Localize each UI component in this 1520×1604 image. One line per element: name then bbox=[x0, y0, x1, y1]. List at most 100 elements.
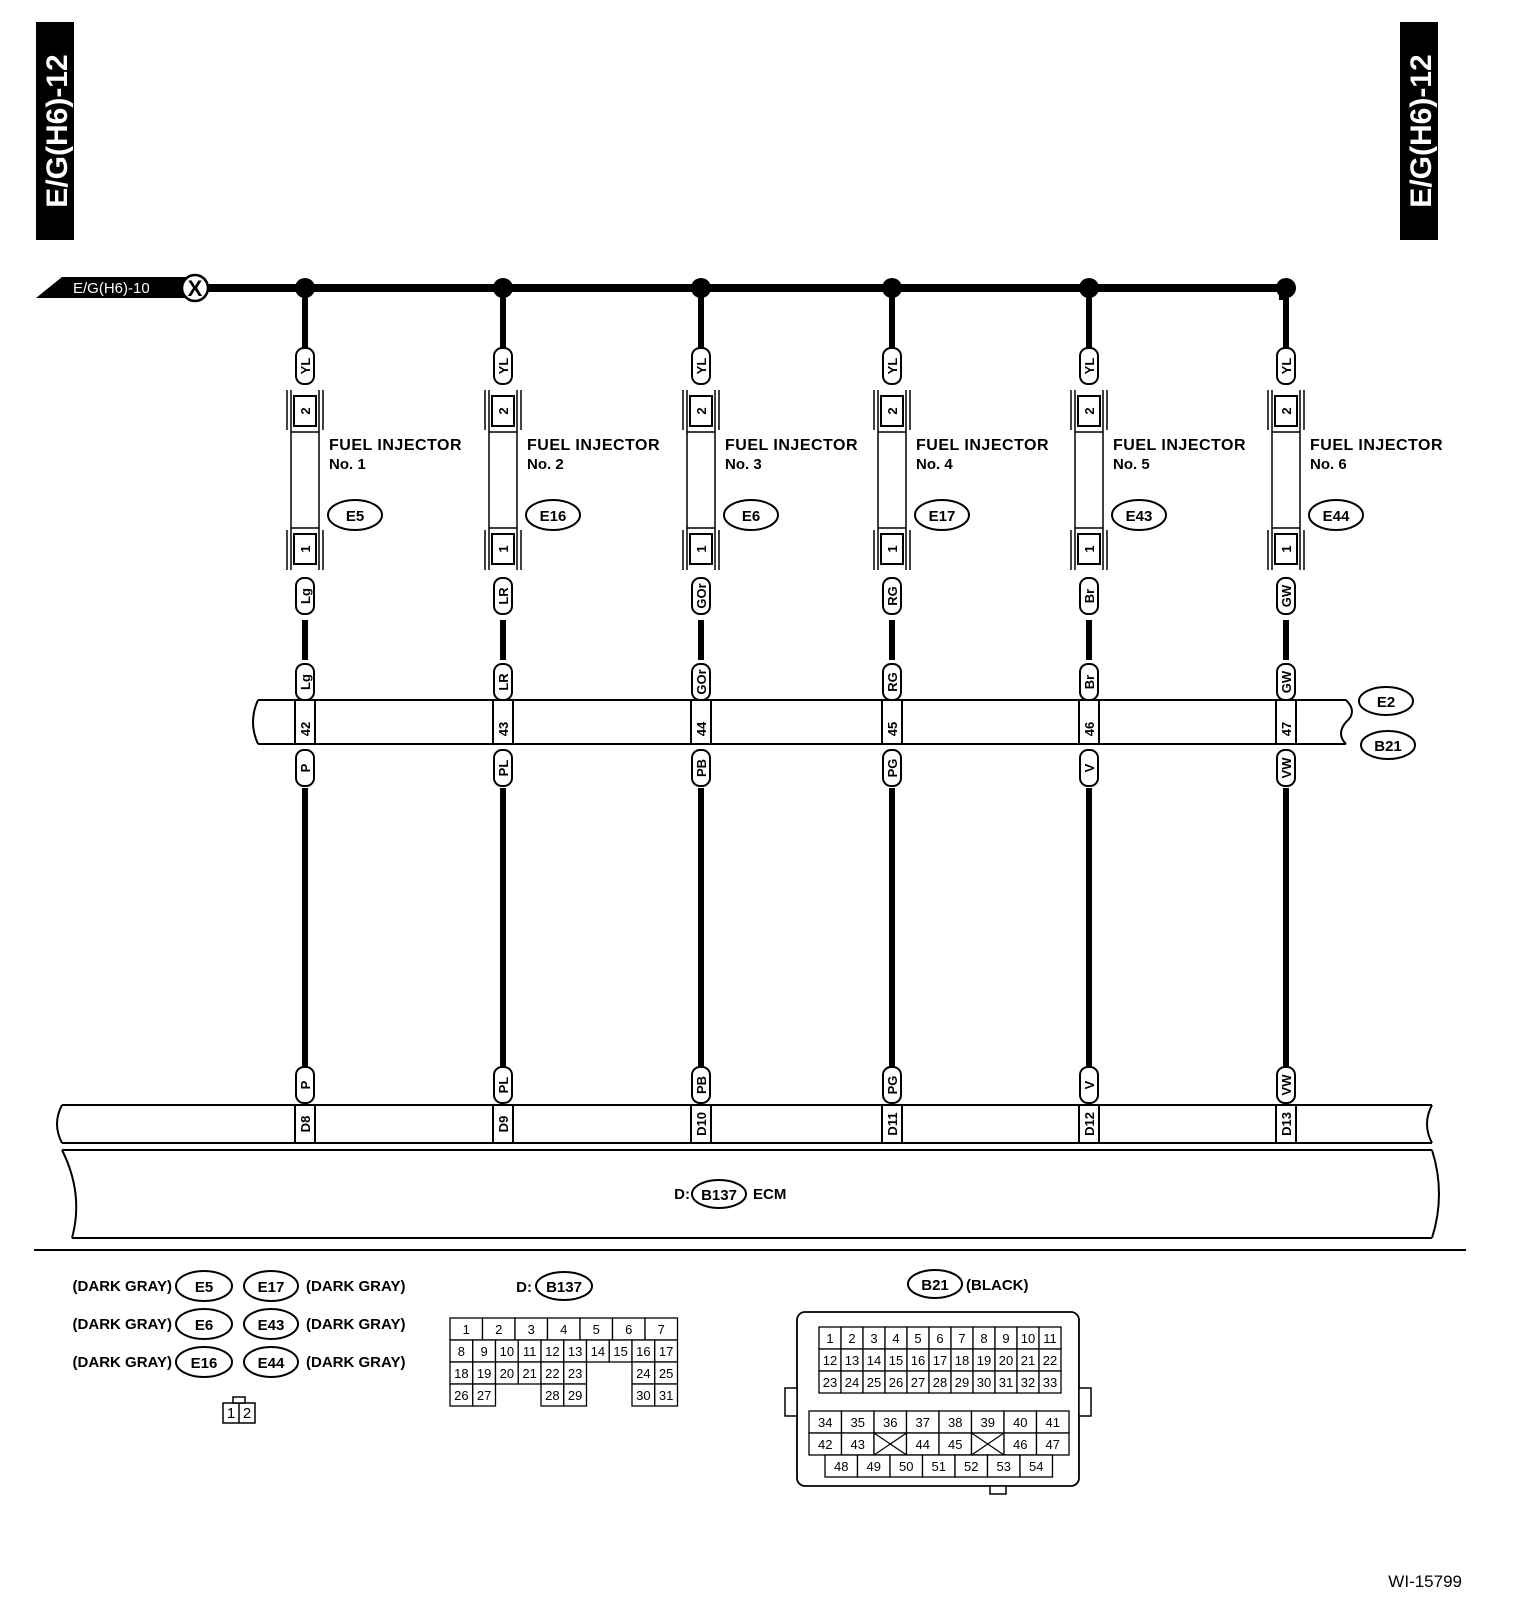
injector-pin-top-box bbox=[1274, 395, 1298, 427]
b21-pin-label: 21 bbox=[1021, 1353, 1035, 1368]
supply-wire-color: YL bbox=[1082, 358, 1097, 375]
b21-pin-label: 54 bbox=[1029, 1459, 1043, 1474]
injector-pin-top: 2 bbox=[1082, 407, 1097, 414]
output-wire-color-joint: Lg bbox=[298, 674, 313, 690]
ecm-pin-label: 27 bbox=[477, 1388, 491, 1403]
legend-connector-badge bbox=[175, 1270, 233, 1302]
legend-connector-color: (DARK GRAY) bbox=[73, 1278, 172, 1295]
output-wire-color-pill bbox=[1079, 577, 1099, 615]
output-wire-color: GOr bbox=[694, 583, 709, 608]
ecm-connector-label: B137 bbox=[701, 1187, 737, 1204]
joint-connector-e2-badge: E2 bbox=[1358, 686, 1414, 716]
ecm-pin-label: 3 bbox=[528, 1322, 535, 1337]
injector-pin-bottom: 1 bbox=[298, 545, 313, 552]
injector-number: No. 5 bbox=[1113, 456, 1150, 473]
splice-icon bbox=[691, 278, 711, 298]
legend-connector-color: (DARK GRAY) bbox=[73, 1354, 172, 1371]
output-wire-color: LR bbox=[496, 587, 511, 605]
injector-pin-bottom-box bbox=[1077, 533, 1101, 565]
ecm-wire-color-terminal-pill bbox=[691, 1066, 711, 1104]
ecm-pin-number: D10 bbox=[694, 1112, 709, 1136]
injector-connector-id: E17 bbox=[929, 508, 956, 525]
b21-pin-label: 48 bbox=[834, 1459, 848, 1474]
b21-pin-label: 24 bbox=[845, 1375, 859, 1390]
b21-pin-label: 40 bbox=[1013, 1415, 1027, 1430]
ecm-pin-label: 21 bbox=[522, 1366, 536, 1381]
supply-wire-color: YL bbox=[885, 358, 900, 375]
b21-pin-label: 37 bbox=[916, 1415, 930, 1430]
legend-connector-id: E43 bbox=[258, 1317, 285, 1334]
output-wire-color-pill bbox=[882, 577, 902, 615]
supply-wire-color-pill bbox=[882, 347, 902, 385]
b21-pin-label: 53 bbox=[997, 1459, 1011, 1474]
joint-connector-e2-label: E2 bbox=[1377, 694, 1395, 711]
injector-connector-badge bbox=[1308, 499, 1364, 531]
ecm-wire-color-terminal: P bbox=[298, 1080, 313, 1089]
ecm-pin-label: 9 bbox=[481, 1344, 488, 1359]
ecm-prefix: D: bbox=[674, 1186, 690, 1203]
injector-pin-top-box bbox=[293, 395, 317, 427]
splice-icon bbox=[882, 278, 902, 298]
ecm-pin-cell bbox=[472, 1383, 497, 1407]
ecm-pin-label: 20 bbox=[500, 1366, 514, 1381]
b21-pin-label: 13 bbox=[845, 1353, 859, 1368]
b21-pin-label: 49 bbox=[867, 1459, 881, 1474]
splice-icon bbox=[493, 278, 513, 298]
ecm-wire-color-pill bbox=[691, 749, 711, 787]
b21-pin-label: 31 bbox=[999, 1375, 1013, 1390]
injector-pin-top-box bbox=[491, 395, 515, 427]
legend-ecm-prefix: D: bbox=[516, 1279, 532, 1296]
ecm-wire-color-pill bbox=[882, 749, 902, 787]
legend-connector-color: (DARK GRAY) bbox=[306, 1316, 405, 1333]
legend-connector-badge bbox=[175, 1308, 233, 1340]
splice-icon bbox=[1079, 278, 1099, 298]
legend-connector-badge bbox=[243, 1308, 299, 1340]
ecm-pin-label: 24 bbox=[636, 1366, 650, 1381]
supply-wire-color: YL bbox=[1279, 358, 1294, 375]
joint-pin-number: 46 bbox=[1082, 722, 1097, 736]
b21-pin-label: 8 bbox=[980, 1331, 987, 1346]
output-wire-color-joint: RG bbox=[885, 672, 900, 692]
ecm-pin-number: D9 bbox=[496, 1116, 511, 1133]
ecm-pin-label: 6 bbox=[625, 1322, 632, 1337]
legend-connector-badge bbox=[243, 1270, 299, 1302]
b21-pin-label: 16 bbox=[911, 1353, 925, 1368]
ecm-label: ECM bbox=[753, 1186, 786, 1203]
ecm-wire-color: V bbox=[1082, 763, 1097, 772]
injector-pin-top-box bbox=[1077, 395, 1101, 427]
injector-pin-bottom-box bbox=[293, 533, 317, 565]
injector-pin-bottom: 1 bbox=[885, 545, 900, 552]
b21-pin-label: 7 bbox=[958, 1331, 965, 1346]
b21-pin-label: 22 bbox=[1043, 1353, 1057, 1368]
ecm-pin-label: 7 bbox=[658, 1322, 665, 1337]
injector-pin-bottom: 1 bbox=[1082, 545, 1097, 552]
injector-connector-badge bbox=[525, 499, 581, 531]
injector-connector-id: E44 bbox=[1323, 508, 1350, 525]
supply-wire-color: YL bbox=[298, 358, 313, 375]
injector-pin-2: 2 bbox=[243, 1405, 251, 1422]
injector-pin-top: 2 bbox=[694, 407, 709, 414]
b21-pin-label: 52 bbox=[964, 1459, 978, 1474]
ecm-block: D: B137 ECM bbox=[56, 1104, 1440, 1239]
injector-pin-top: 2 bbox=[298, 407, 313, 414]
b21-pin-label: 32 bbox=[1021, 1375, 1035, 1390]
splice-icon bbox=[1276, 278, 1296, 298]
ecm-pin-label: 28 bbox=[545, 1388, 559, 1403]
ecm-pin-label: 14 bbox=[591, 1344, 605, 1359]
output-wire-color-pill bbox=[691, 577, 711, 615]
output-wire-color: RG bbox=[885, 586, 900, 606]
ecm-pin-number: D13 bbox=[1279, 1112, 1294, 1136]
injector-connector-badge bbox=[914, 499, 970, 531]
joint-pin-number: 43 bbox=[496, 722, 511, 736]
ecm-pin-label: 25 bbox=[659, 1366, 673, 1381]
injector-name: FUEL INJECTOR bbox=[1310, 437, 1443, 454]
injector-number: No. 2 bbox=[527, 456, 564, 473]
legend-connector-badge bbox=[243, 1346, 299, 1378]
legend-connector-id: E44 bbox=[258, 1355, 285, 1372]
ecm-pin-label: 18 bbox=[454, 1366, 468, 1381]
output-wire-color-pill bbox=[295, 577, 315, 615]
injector-pin-top: 2 bbox=[1279, 407, 1294, 414]
